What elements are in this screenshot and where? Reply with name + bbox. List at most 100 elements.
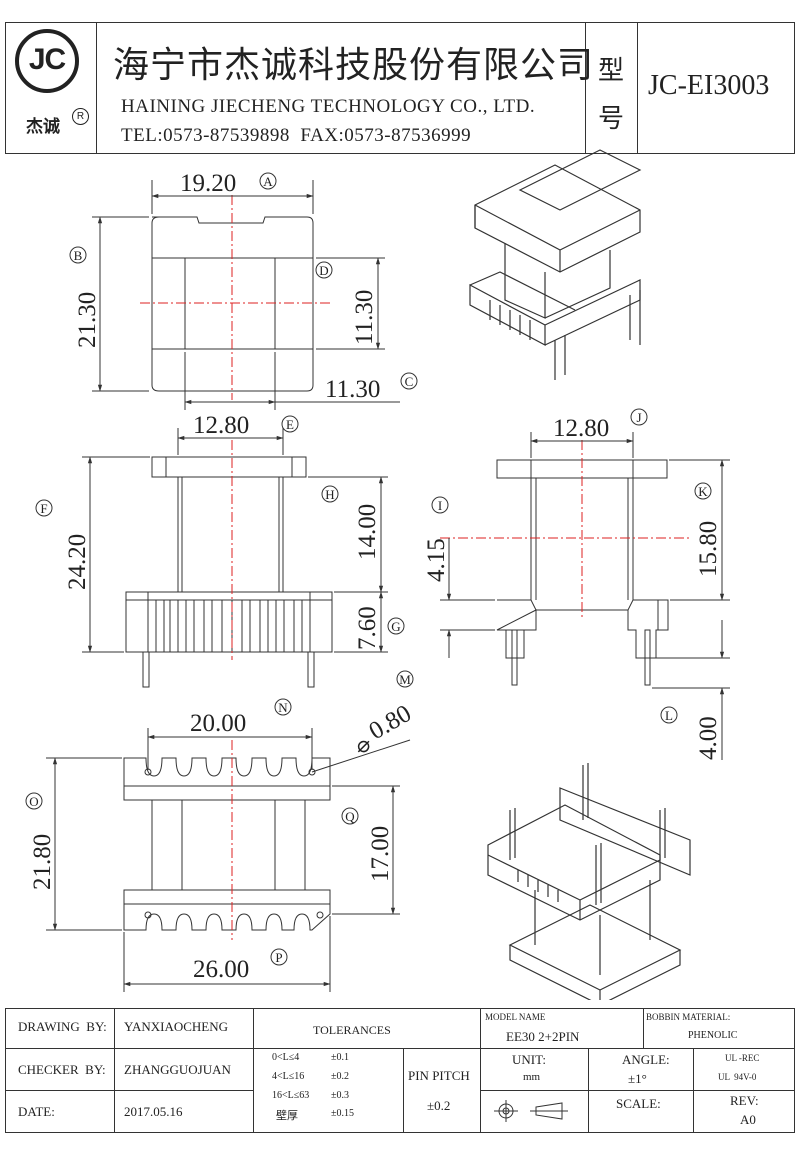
tag-q-letter: Q	[345, 809, 355, 824]
title-block-col6	[643, 1008, 644, 1048]
model-name-value: EE30 2+2PIN	[506, 1029, 580, 1044]
tag-i: I	[431, 496, 449, 514]
model-name-label: MODEL NAME	[485, 1012, 546, 1022]
dim-b-value: 21.30	[74, 292, 101, 348]
model-label-1: 型	[598, 56, 625, 86]
tag-h-letter: H	[325, 487, 334, 502]
angle-label: ANGLE:	[622, 1052, 670, 1067]
unit-value: mm	[523, 1071, 541, 1083]
header-frame	[5, 22, 795, 154]
bobbin-material-value: PHENOLIC	[688, 1030, 738, 1041]
dim-p-value: 26.00	[193, 956, 249, 983]
tag-g-letter: G	[391, 619, 400, 634]
title-block-col2	[253, 1008, 254, 1133]
tag-q: Q	[341, 807, 359, 825]
date-value: 2017.05.16	[124, 1104, 183, 1119]
rev-label: REV:	[730, 1093, 759, 1108]
tol-range-2: 4<L≤16	[272, 1071, 305, 1082]
header-divider-logo	[96, 22, 97, 154]
tag-a: A	[259, 172, 277, 190]
dim-e-value: 12.80	[193, 412, 249, 439]
date-label: DATE:	[18, 1104, 55, 1119]
tag-n-letter: N	[278, 700, 288, 715]
tag-l-letter: L	[665, 708, 673, 723]
ul-rec: UL -REC	[725, 1053, 760, 1063]
title-block-row2-left	[5, 1090, 253, 1091]
tag-o-letter: O	[29, 794, 38, 809]
logo-text: JC	[28, 43, 66, 76]
tol-value-2: ±0.2	[331, 1071, 349, 1082]
tag-e-letter: E	[286, 417, 294, 432]
dim-k-value: 15.80	[695, 521, 722, 577]
dim-m-prefix: ⌀	[357, 732, 370, 757]
company-name-en: HAINING JIECHENG TECHNOLOGY CO., LTD.	[121, 96, 536, 117]
dim-d-value: 11.30	[351, 290, 378, 345]
tag-c-letter: C	[405, 374, 414, 389]
tol-range-3: 16<L≤63	[272, 1090, 310, 1101]
dim-l-value: 4.00	[695, 716, 722, 760]
tag-o: O	[25, 792, 43, 810]
front-view	[82, 428, 388, 688]
tag-b: B	[69, 246, 87, 264]
header-divider-model	[585, 22, 586, 154]
title-block-col3	[403, 1048, 404, 1133]
tol-range-4: 壁厚	[276, 1109, 298, 1122]
registered-mark-letter: R	[76, 111, 85, 122]
checker-by-label: CHECKER BY:	[18, 1062, 106, 1077]
title-block-row1	[5, 1048, 795, 1049]
registered-mark: R	[72, 108, 89, 125]
tag-c: C	[400, 372, 418, 390]
scale-label: SCALE:	[616, 1096, 661, 1111]
dim-f-value: 24.20	[64, 534, 91, 590]
dim-h-value: 14.00	[354, 504, 381, 560]
company-contact: TEL:0573-87539898 FAX:0573-87536999	[121, 125, 472, 146]
isometric-view-top	[469, 149, 642, 380]
tag-k-letter: K	[698, 484, 708, 499]
tag-k: K	[694, 482, 712, 500]
dim-a-value: 19.20	[180, 170, 236, 197]
tag-b-letter: B	[74, 248, 83, 263]
title-block-row2-right	[480, 1090, 795, 1091]
bottom-view	[46, 728, 411, 992]
tag-e: E	[281, 415, 299, 433]
title-block-col4	[480, 1008, 481, 1133]
dim-m-value: 0.80	[365, 700, 416, 745]
dim-j-value: 12.80	[553, 415, 609, 442]
tag-l: L	[660, 706, 678, 724]
tag-f: F	[35, 499, 53, 517]
tol-value-4: ±0.15	[331, 1108, 354, 1119]
top-view	[92, 180, 400, 410]
ul-94v0: UL 94V-0	[718, 1072, 757, 1082]
dim-c-value: 11.30	[325, 376, 380, 403]
tag-p: P	[270, 948, 288, 966]
tag-j-letter: J	[636, 410, 641, 425]
logo-caption: 杰诚	[26, 117, 60, 136]
drawing-by-label: DRAWING BY:	[18, 1019, 107, 1034]
tag-m: M	[396, 670, 414, 688]
tag-d: D	[315, 261, 333, 279]
technical-drawing: 19.20 21.30 11.30 11.30 12.80 24.20 14.0…	[25, 149, 730, 1000]
checker-by-value: ZHANGGUOJUAN	[124, 1062, 231, 1077]
tag-g: G	[387, 617, 405, 635]
projection-symbol	[490, 1098, 570, 1129]
tag-d-letter: D	[319, 263, 328, 278]
model-label-2: 号	[598, 104, 625, 134]
bobbin-material-label: BOBBIN MATERIAL:	[646, 1012, 731, 1022]
dim-n-value: 20.00	[190, 710, 246, 737]
dim-g-value: 7.60	[354, 606, 381, 650]
tag-n: N	[274, 698, 292, 716]
unit-label: UNIT:	[512, 1052, 547, 1067]
pin-pitch-label: PIN PITCH	[408, 1068, 470, 1083]
model-number: JC-EI3003	[648, 70, 770, 101]
tol-range-1: 0<L≤4	[272, 1052, 300, 1063]
dim-o-value: 21.80	[29, 834, 56, 890]
company-logo: JC	[15, 29, 79, 93]
tag-p-letter: P	[275, 950, 282, 965]
dim-q-value: 17.00	[367, 826, 394, 882]
angle-value: ±1°	[628, 1071, 647, 1086]
rev-value: A0	[740, 1112, 756, 1127]
tag-h: H	[321, 485, 339, 503]
drawing-by-value: YANXIAOCHENG	[124, 1019, 228, 1034]
title-block-col1	[114, 1008, 115, 1133]
tol-value-1: ±0.1	[331, 1052, 349, 1063]
